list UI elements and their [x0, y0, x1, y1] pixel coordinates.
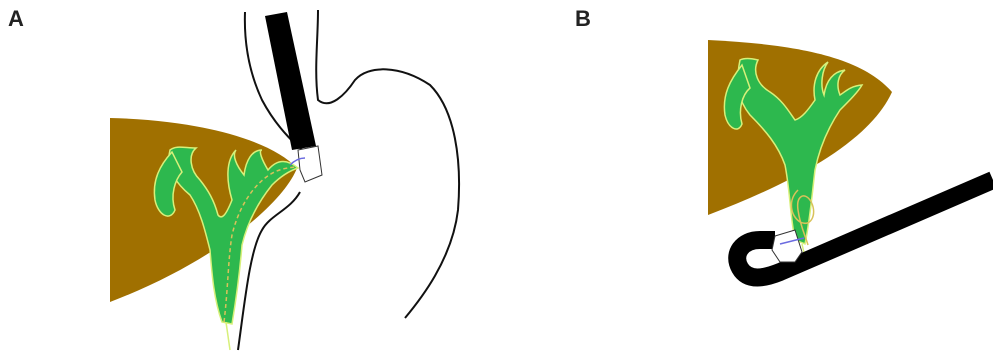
stomach-outline-inner	[316, 10, 459, 318]
endoscope-b	[737, 180, 993, 278]
panel-a	[110, 10, 459, 350]
panel-b	[708, 40, 993, 278]
endoscope-tip	[298, 146, 322, 182]
common-bile-duct-tail	[226, 322, 230, 350]
endoscope	[265, 12, 316, 150]
